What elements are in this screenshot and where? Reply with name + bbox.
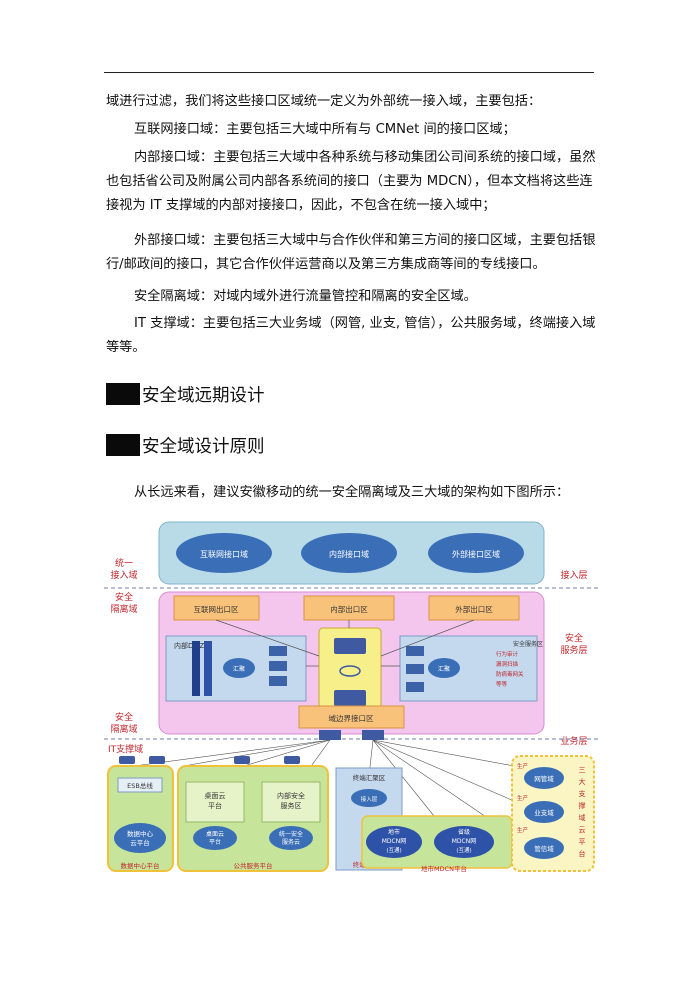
svg-text:云: 云 [579, 826, 586, 834]
cloud-internet: 互联网接口域 [176, 533, 272, 573]
label-iso-b2: 隔离域 [110, 723, 137, 735]
cloud-internal: 内部接口域 [301, 533, 397, 573]
intro-paragraph: 从长远来看，建议安徽移动的统一安全隔离域及三大域的架构如下图所示： [134, 485, 570, 500]
heading-text: 安全域设计原则 [142, 436, 265, 457]
svg-text:防病毒网关: 防病毒网关 [496, 670, 524, 678]
exit-external: 外部出口区 [455, 604, 493, 614]
svg-text:MDCN网: MDCN网 [452, 838, 476, 845]
svg-text:接入层: 接入层 [361, 795, 378, 803]
border-access-zone: 域边界接口区 [329, 713, 374, 723]
svg-text:统一安全: 统一安全 [279, 830, 303, 838]
esb-bus: ESB总线 [127, 781, 153, 790]
svg-text:地市: 地市 [388, 828, 400, 836]
svg-text:终端汇聚区: 终端汇聚区 [353, 773, 386, 782]
heading-text: 安全域远期设计 [142, 385, 265, 406]
svg-text:汇聚: 汇聚 [233, 665, 245, 673]
label-access-1: 统一 [115, 557, 133, 569]
svg-text:平台: 平台 [209, 838, 221, 846]
label-iso-b1: 安全 [115, 711, 133, 723]
security-service-zone: 安全服务区 [513, 640, 543, 648]
svg-text:网管域: 网管域 [534, 774, 554, 783]
three-domains-label: 三 大 支 撑 域 云 平 台 [579, 766, 586, 858]
paragraph-2: 互联网接口域：主要包括三大域中所有与 CMNet 间的接口区域； [134, 122, 516, 137]
label-access-2: 接入域 [110, 569, 137, 581]
svg-text:业支域: 业支域 [534, 808, 554, 817]
svg-text:生产: 生产 [517, 794, 529, 802]
svg-text:服务区: 服务区 [281, 801, 302, 810]
data-center-label: 数据中心平台 [121, 861, 160, 870]
svg-text:省级: 省级 [458, 828, 470, 836]
heading-long-term-design: 安全域远期设计 [106, 381, 265, 407]
exit-internal: 内部出口区 [330, 604, 368, 614]
label-iso-2: 隔离域 [110, 603, 137, 615]
label-access-layer: 接入层 [560, 569, 587, 581]
redaction-block [106, 434, 140, 456]
svg-text:支: 支 [579, 789, 586, 798]
heading-design-principles: 安全域设计原则 [106, 432, 265, 458]
svg-text:台: 台 [579, 849, 586, 858]
mdcn-label: 地市MDCN平台 [421, 864, 467, 873]
label-iso-1: 安全 [115, 591, 133, 603]
svg-text:漏洞扫描: 漏洞扫描 [496, 660, 519, 668]
label-sec-2: 服务层 [560, 644, 587, 656]
paragraph-4: 外部接口域：主要包括三大域中与合作伙伴和第三方间的接口区域，主要包括银行/邮政间… [106, 233, 596, 272]
svg-text:服务云: 服务云 [282, 838, 300, 846]
svg-text:汇聚: 汇聚 [438, 665, 450, 673]
svg-text:行为审计: 行为审计 [496, 650, 519, 658]
svg-text:数据中心: 数据中心 [127, 829, 154, 838]
svg-text:MDCN网: MDCN网 [382, 838, 406, 845]
svg-text:互联网接口域: 互联网接口域 [200, 549, 248, 559]
svg-text:域: 域 [579, 813, 586, 822]
svg-text:平: 平 [579, 838, 586, 846]
redaction-block [106, 383, 140, 405]
label-it-support: IT支撑域 [108, 743, 143, 755]
svg-text:(互通): (互通) [456, 846, 471, 854]
svg-text:内部安全: 内部安全 [277, 791, 305, 800]
svg-text:外部接口区域: 外部接口区域 [452, 549, 500, 559]
svg-text:管信域: 管信域 [534, 844, 554, 853]
cloud-external: 外部接口区域 [428, 533, 524, 573]
paragraph-1: 域进行过滤，我们将这些接口区域统一定义为外部统一接入域，主要包括： [106, 94, 542, 109]
svg-text:生产: 生产 [517, 826, 529, 834]
svg-text:三: 三 [579, 766, 586, 774]
svg-text:(互通): (互通) [386, 846, 401, 854]
exit-internet: 互联网出口区 [194, 604, 239, 614]
svg-text:大: 大 [579, 777, 586, 786]
svg-text:平台: 平台 [208, 801, 222, 810]
paragraph-3: 内部接口域：主要包括三大域中各种系统与移动集团公司间系统的接口域，虽然也包括省公… [106, 150, 596, 213]
svg-text:桌面云: 桌面云 [205, 791, 226, 800]
svg-text:生产: 生产 [517, 762, 529, 770]
svg-text:撑: 撑 [579, 801, 586, 810]
svg-text:内部接口域: 内部接口域 [329, 549, 369, 559]
architecture-diagram: 互联网接口域 内部接口域 外部接口区域 统一 接入域 安全 隔离域 安全 隔离域… [104, 516, 599, 876]
paragraph-6: IT 支撑域：主要包括三大业务域（网管, 业支, 管信），公共服务域，终端接入域… [106, 316, 596, 355]
label-sec-1: 安全 [565, 632, 583, 644]
svg-text:等等: 等等 [496, 680, 508, 688]
paragraph-5: 安全隔离域：对域内域外进行流量管控和隔离的安全区域。 [134, 289, 477, 304]
header-rule [104, 72, 594, 73]
label-business-layer: 业务层 [560, 735, 587, 747]
public-service-label: 公共服务平台 [234, 861, 273, 870]
svg-text:云平台: 云平台 [130, 838, 150, 847]
svg-text:桌面云: 桌面云 [206, 830, 224, 838]
